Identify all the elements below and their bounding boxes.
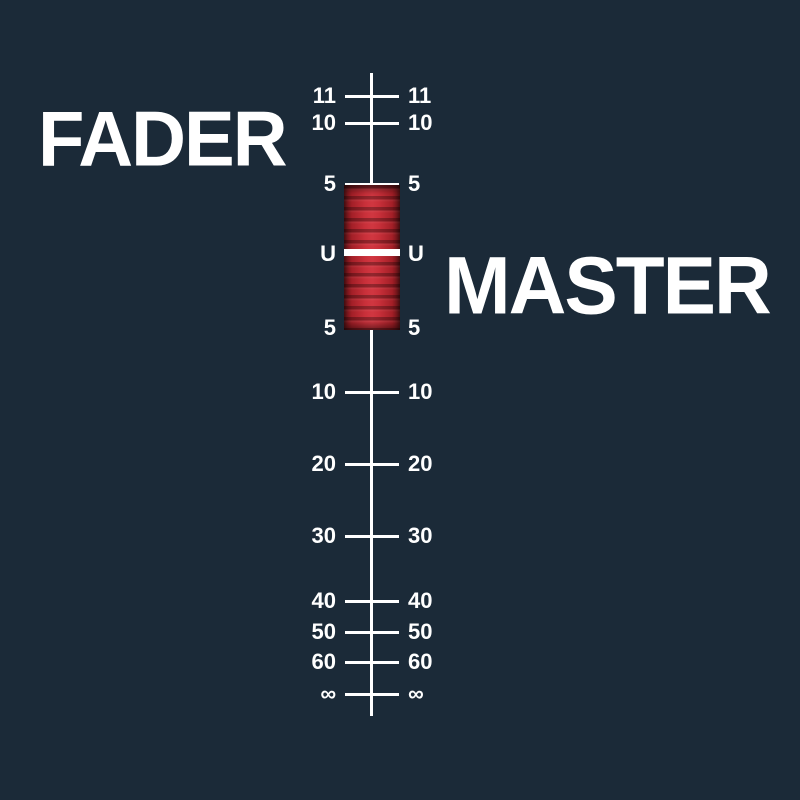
scale-label-right: 5 [408,315,421,340]
scale-label-left: 10 [311,379,336,404]
tick-line [345,631,399,634]
scale-label-left: ∞ [320,681,336,706]
scale-label-right: 40 [408,588,433,613]
scale-label-left: U [320,241,336,266]
scale-label-right: ∞ [408,681,424,706]
tick-line [345,535,399,538]
scale-label-left: 60 [311,649,336,674]
scale-label-right: 30 [408,523,433,548]
title-master: MASTER [444,240,772,331]
scale-label-right: 11 [408,83,432,108]
scale-label-right: 50 [408,619,433,644]
tick-line [345,391,399,394]
tick-line [345,183,399,186]
tick-line [345,600,399,603]
fader-track [370,73,373,716]
tick-line [345,693,399,696]
tick-line [345,95,399,98]
scale-label-right: 20 [408,451,433,476]
scale-label-left: 10 [311,110,336,135]
scale-label-left: 5 [323,315,336,340]
fader-cap-center-line [344,249,400,256]
scale-label-right: 60 [408,649,433,674]
scale-label-right: U [408,241,424,266]
title-fader: FADER [38,96,288,183]
fader-cap-handle[interactable] [344,185,400,330]
tick-line [345,122,399,125]
scale-label-left: 30 [311,523,336,548]
scale-label-right: 5 [408,171,421,196]
scale-label-left: 5 [323,171,336,196]
scale-label-right: 10 [408,110,433,135]
scale-label-left: 20 [311,451,336,476]
scale-label-left: 40 [311,588,336,613]
tick-line [345,463,399,466]
scale-label-left: 50 [311,619,336,644]
scale-label-left: 11 [312,83,336,108]
tick-line [345,661,399,664]
scale-label-right: 10 [408,379,433,404]
